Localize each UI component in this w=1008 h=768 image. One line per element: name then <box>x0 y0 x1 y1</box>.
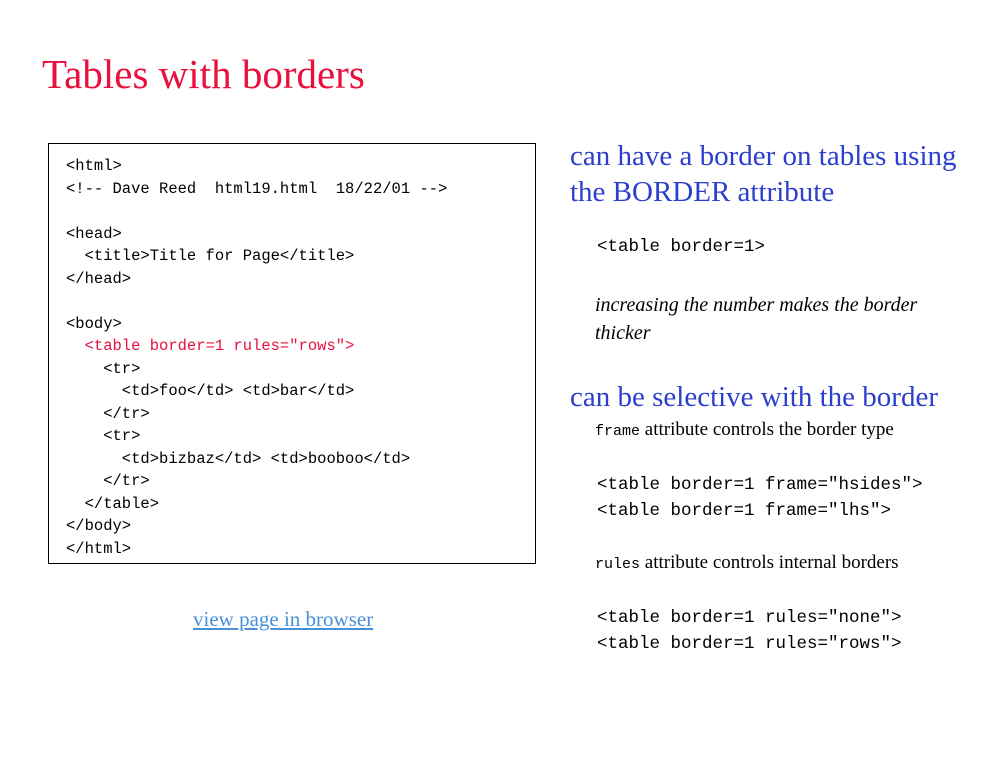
code-line: </html> <box>66 539 132 558</box>
frame-example-hsides: <table border=1 frame="hsides"> <box>597 475 923 495</box>
frame-text: attribute controls the border type <box>640 419 894 440</box>
border-example: <table border=1> <box>597 237 766 257</box>
code-line: <html> <box>66 157 122 175</box>
code-line: <!-- Dave Reed html19.html 18/22/01 --> <box>66 179 448 198</box>
rules-keyword: rules <box>595 556 641 573</box>
border-note: increasing the number makes the border t… <box>595 291 917 347</box>
code-line-highlighted: <table border=1 rules="rows"> <box>66 337 355 355</box>
section1-heading-line1: can have a border on tables using <box>570 140 957 172</box>
section2-heading: can be selective with the border <box>570 381 938 413</box>
code-line <box>66 200 535 223</box>
section1-heading-line2: the BORDER attribute <box>570 176 835 208</box>
frame-keyword: frame <box>595 423 641 440</box>
code-line: <title>Title for Page</title> <box>66 247 355 265</box>
code-line: <head> <box>66 224 122 243</box>
code-line: <td>bizbaz</td> <td>booboo</td> <box>66 449 411 468</box>
code-line <box>66 290 535 313</box>
code-line: <tr> <box>66 359 141 378</box>
rules-example-rows: <table border=1 rules="rows"> <box>597 634 902 654</box>
border-note-line1: increasing the number makes the border <box>595 294 918 316</box>
rules-description: rules attribute controls internal border… <box>595 552 899 574</box>
code-line: </tr> <box>66 472 150 490</box>
code-line: </tr> <box>66 404 150 423</box>
code-line: </body> <box>66 517 132 535</box>
border-note-line2: thicker <box>595 322 651 344</box>
code-line: </head> <box>66 269 132 288</box>
code-line: </table> <box>66 494 160 513</box>
code-listing: <html> <!-- Dave Reed html19.html 18/22/… <box>48 143 536 564</box>
frame-example-lhs: <table border=1 frame="lhs"> <box>597 501 892 521</box>
section1-heading: can have a border on tables using the BO… <box>570 138 957 210</box>
frame-description: frame attribute controls the border type <box>595 419 894 441</box>
code-line: <body> <box>66 314 122 333</box>
rules-example-none: <table border=1 rules="none"> <box>597 608 902 628</box>
slide-title: Tables with borders <box>42 51 365 97</box>
code-line: <tr> <box>66 427 141 445</box>
rules-text: attribute controls internal borders <box>640 552 899 573</box>
view-page-in-browser-link[interactable]: view page in browser <box>193 607 374 631</box>
code-line: <td>foo</td> <td>bar</td> <box>66 382 355 400</box>
